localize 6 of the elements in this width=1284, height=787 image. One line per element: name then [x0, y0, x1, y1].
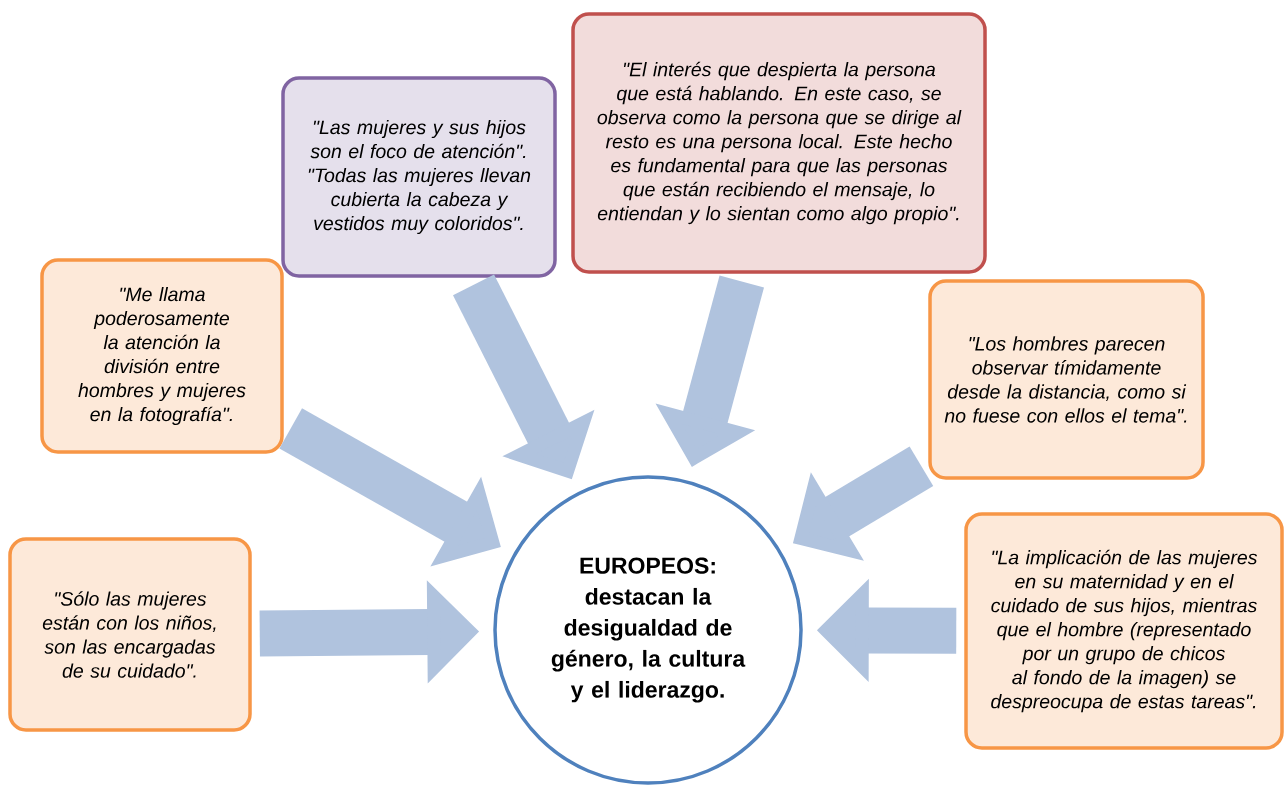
quote-box: "El interés que despierta la persona que está hablando. En este caso, se observa como la persona que se dirige al resto es una persona local. Este hecho es fundamental para que las personas que están recibiendo el mensaje, lo entiendan y lo sientan como algo propio". — [571, 12, 987, 274]
quote-box: "Los hombres parecen observar tímidamente desde la distancia, como si no fuese con ellos el tema". — [928, 279, 1205, 480]
quote-box: "Sólo las mujeres están con los niños, son las encargadas de su cuidado". — [8, 537, 252, 732]
quote-box: "La implicación de las mujeres en su maternidad y en el cuidado de sus hijos, mientras que el hombre (representado por un grupo de chicos al fondo de la imagen) se despreocupa de estas tareas". — [964, 512, 1284, 750]
quote-box: "Me llama poderosamente la atención la división entre hombres y mujeres en la fotografía". — [40, 258, 284, 454]
quote-box: "Las mujeres y sus hijos son el foco de atención". "Todas las mujeres llevan cubierta la cabeza y vestidos muy coloridos". — [281, 76, 557, 278]
